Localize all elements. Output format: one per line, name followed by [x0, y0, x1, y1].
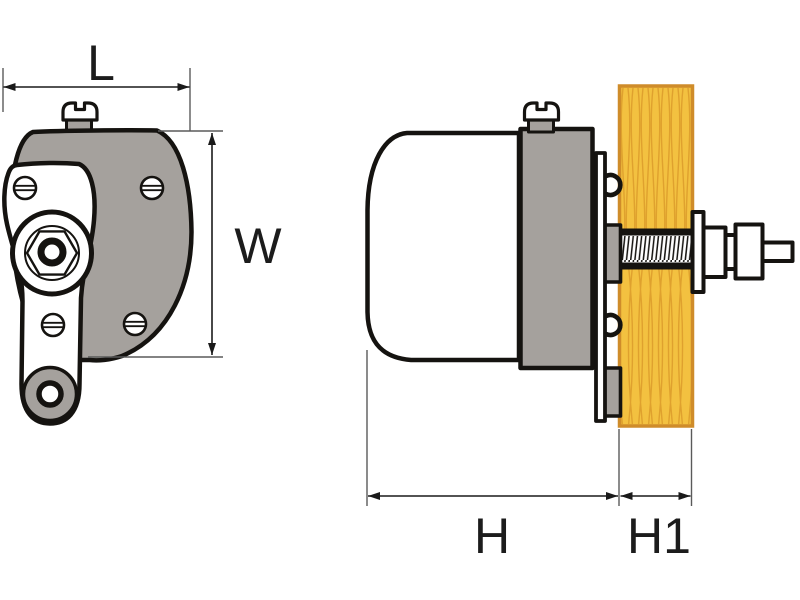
- shaft-hole: [37, 237, 67, 267]
- label-w: W: [234, 218, 282, 274]
- retaining-clip: [603, 312, 623, 338]
- mounting-bracket: [594, 151, 607, 423]
- shaft-nut: [701, 225, 728, 279]
- output-shaft-hub: [10, 209, 94, 297]
- dimension-w: W: [88, 130, 282, 358]
- arm-bushing: [21, 365, 79, 423]
- rubber-grommet: [522, 101, 561, 122]
- lower-boss: [602, 366, 623, 418]
- screw: [139, 175, 165, 201]
- mounting-plate: [518, 126, 595, 371]
- screw: [122, 311, 148, 337]
- side-view: [365, 84, 795, 506]
- screw: [12, 175, 38, 201]
- label-l: L: [87, 35, 115, 91]
- threaded-shaft: [618, 228, 694, 270]
- dimension-l: L: [2, 35, 191, 131]
- rubber-grommet: [61, 101, 99, 122]
- shaft-end: [760, 240, 795, 263]
- motor-dome: [365, 130, 522, 363]
- retaining-clip: [603, 172, 623, 198]
- front-view: [2, 101, 194, 426]
- label-h: H: [474, 508, 510, 564]
- screw: [40, 312, 66, 338]
- label-h1: H1: [627, 508, 691, 564]
- dimension-h1: H1: [620, 429, 693, 564]
- drive-cylinder: [733, 222, 765, 281]
- shaft-boss: [602, 223, 623, 284]
- dimension-h: H: [368, 429, 620, 564]
